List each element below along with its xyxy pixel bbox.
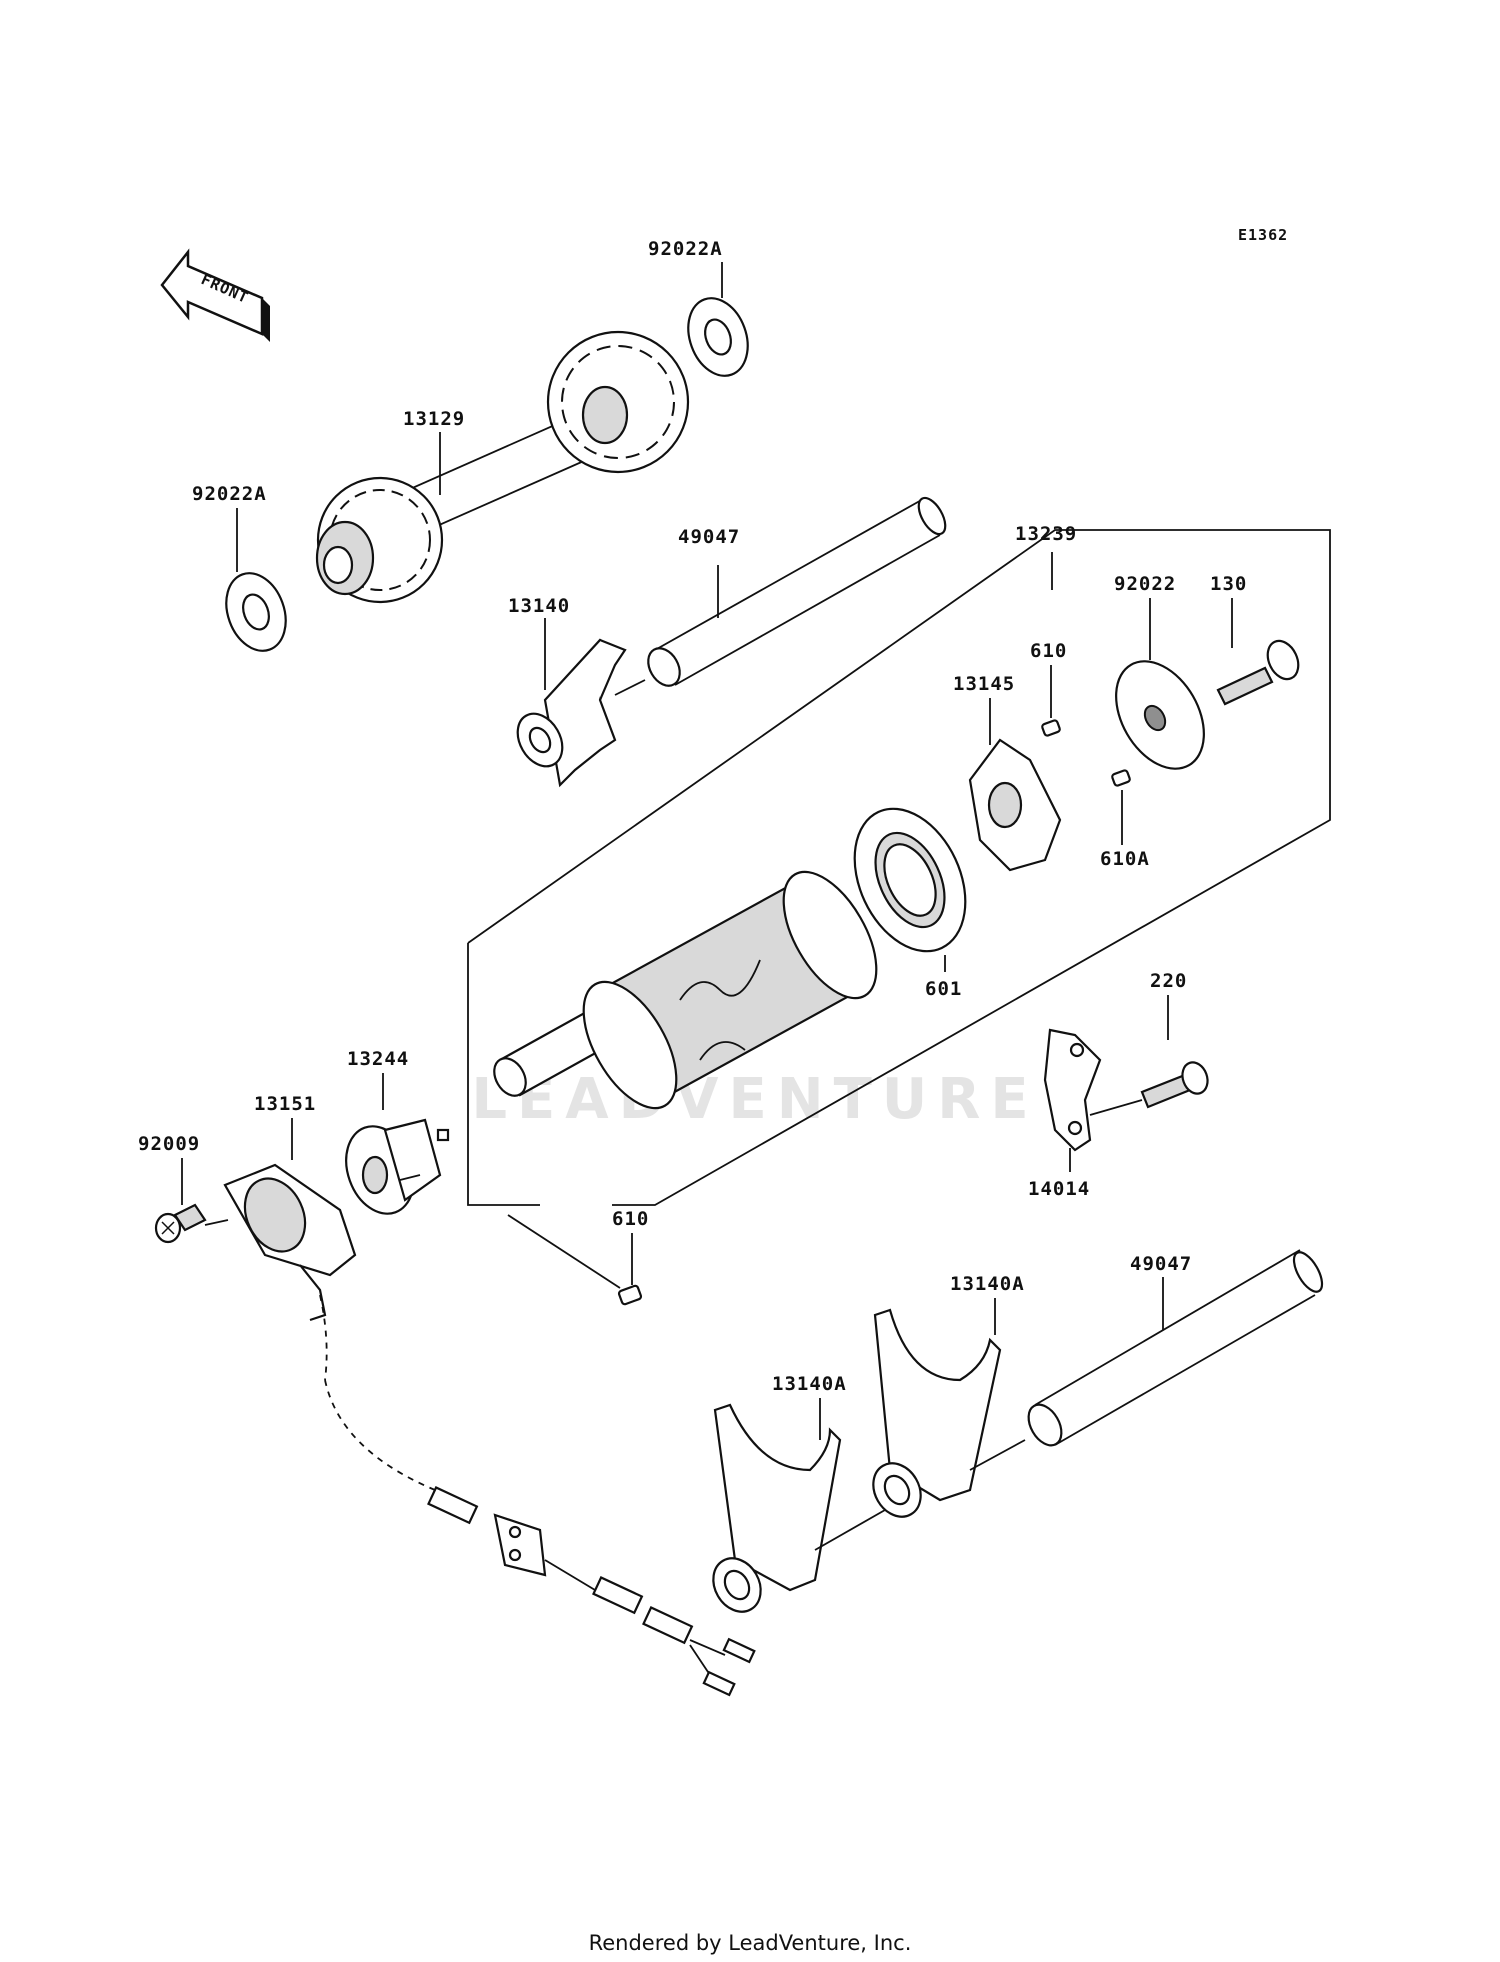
shift-drum-icon — [493, 870, 878, 1110]
label-601: 601 — [925, 978, 962, 1000]
bolt-130-icon — [1216, 639, 1300, 706]
label-13244: 13244 — [347, 1048, 409, 1070]
shift-fork-lower-left-icon — [712, 1403, 842, 1613]
label-610a: 610A — [1100, 848, 1150, 870]
pin-610-bottom-icon — [617, 1284, 643, 1306]
label-13140a-left: 13140A — [772, 1373, 847, 1395]
label-92022a-left: 92022A — [192, 483, 267, 505]
bolt-220-icon — [1140, 1061, 1209, 1109]
shaft-rod-lower-icon — [1027, 1249, 1324, 1447]
label-13129: 13129 — [403, 408, 465, 430]
shaft-rod-upper-icon — [647, 496, 947, 687]
footer-credit: Rendered by LeadVenture, Inc. — [589, 1931, 912, 1955]
label-610-bottom: 610 — [612, 1208, 649, 1230]
label-13140a-right: 13140A — [950, 1273, 1025, 1295]
pin-610a-icon — [1111, 769, 1131, 787]
label-13145: 13145 — [953, 673, 1015, 695]
screw-92009-icon — [154, 1203, 207, 1244]
cam-13145-icon — [968, 738, 1062, 872]
shift-fork-upper-icon — [516, 638, 627, 788]
leader-lines — [181, 262, 1233, 1440]
label-220: 220 — [1150, 970, 1187, 992]
label-92009: 92009 — [138, 1133, 200, 1155]
label-13140: 13140 — [508, 595, 570, 617]
front-arrow-icon: FRONT — [160, 248, 270, 342]
label-14014: 14014 — [1028, 1178, 1090, 1200]
label-610-top: 610 — [1030, 640, 1067, 662]
plate-14014-icon — [1043, 1028, 1102, 1152]
holder-13244-icon — [345, 1118, 450, 1215]
label-49047-lower: 49047 — [1130, 1253, 1192, 1275]
gear-shaft-13129 — [315, 330, 690, 604]
assembly-frame — [467, 529, 1331, 1206]
switch-13151-icon — [223, 1163, 357, 1381]
label-92022a-top: 92022A — [648, 238, 723, 260]
bearing-601-icon — [853, 807, 967, 953]
connector-lines — [204, 679, 1143, 1551]
wire-harness-icon — [324, 1379, 756, 1697]
label-13151: 13151 — [254, 1093, 316, 1115]
washer-92022-icon — [1115, 660, 1205, 770]
label-49047-upper: 49047 — [678, 526, 740, 548]
watermark: LEADVENTURE — [471, 1067, 1038, 1132]
label-92022: 92022 — [1114, 573, 1176, 595]
pin-610-top-icon — [1041, 719, 1061, 737]
shift-fork-lower-right-icon — [872, 1308, 1002, 1518]
gear-small-icon — [315, 476, 444, 604]
diagram-code: E1362 — [1238, 226, 1288, 244]
gear-large-icon — [546, 330, 690, 474]
label-13239: 13239 — [1015, 523, 1077, 545]
label-130: 130 — [1210, 573, 1247, 595]
